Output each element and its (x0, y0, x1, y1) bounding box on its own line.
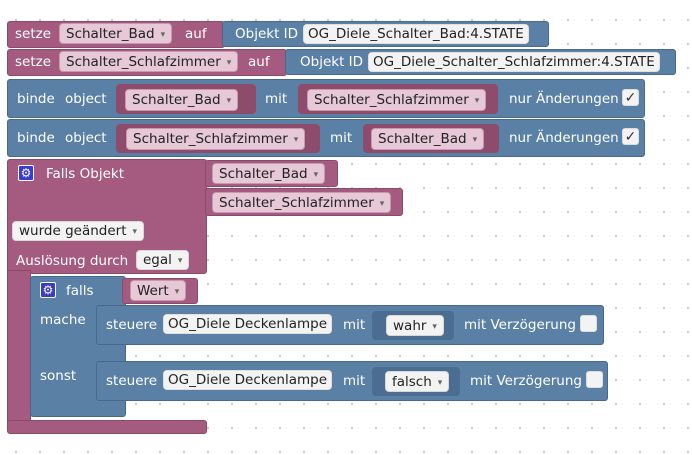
bind-var2-dropdown[interactable]: Schalter_Bad ▾ (371, 128, 485, 150)
sonst-label: sonst (40, 368, 77, 384)
variable-dropdown-schalter-bad[interactable]: Schalter_Bad ▾ (59, 23, 173, 44)
chevron-down-icon: ▾ (177, 256, 183, 266)
variable-dropdown-schalter-schlafzimmer[interactable]: Schalter_Schlafzimmer ▾ (59, 51, 239, 72)
nur-aenderungen-label: nur Änderungen (509, 130, 619, 146)
objekt-id-label: Objekt ID (235, 26, 299, 42)
chevron-down-icon: ▾ (472, 135, 478, 145)
steuere-label: steuere (106, 373, 158, 389)
object-label: object (65, 130, 107, 146)
dropdown-value: Schalter_Schlafzimmer (219, 195, 374, 211)
dropdown-value: Wert (137, 283, 169, 299)
control-value-dropdown[interactable]: falsch ▾ (385, 371, 450, 392)
chevron-down-icon: ▾ (313, 170, 319, 180)
binde-label: binde (17, 91, 55, 107)
dropdown-value: wurde geändert (19, 223, 127, 239)
setze-label: setze (15, 26, 52, 42)
control-block-else[interactable] (96, 361, 608, 401)
setze-label: setze (15, 54, 52, 70)
dropdown-value: falsch (392, 374, 432, 390)
bind-object-block-2[interactable] (7, 119, 645, 157)
mit-verzoegerung-label: mit Verzögerung (464, 317, 576, 333)
chevron-down-icon: ▾ (379, 199, 385, 209)
nur-aenderungen-checkbox[interactable]: ✓ (622, 89, 639, 106)
control-target-field[interactable]: OG_Diele Deckenlampe (163, 370, 333, 390)
bind-var1-dropdown[interactable]: Schalter_Schlafzimmer ▾ (126, 128, 306, 150)
control-value-dropdown[interactable]: wahr ▾ (386, 315, 444, 336)
nur-aenderungen-label: nur Änderungen (509, 91, 619, 107)
gear-icon[interactable]: ⚙ (18, 165, 34, 181)
dropdown-value: Schalter_Bad (219, 166, 308, 182)
auf-label: auf (248, 54, 270, 70)
condition-value-dropdown[interactable]: Wert ▾ (130, 280, 187, 301)
mit-label: mit (265, 91, 288, 107)
object-id-field[interactable]: OG_Diele_Schalter_Schlafzimmer:4.STATE (368, 52, 660, 72)
objekt-id-label: Objekt ID (300, 54, 364, 70)
steuere-label: steuere (106, 317, 158, 333)
chevron-down-icon: ▾ (226, 58, 232, 68)
chevron-down-icon: ▾ (174, 287, 180, 297)
bind-var2-dropdown[interactable]: Schalter_Schlafzimmer ▾ (307, 89, 487, 111)
verzoegerung-checkbox[interactable] (586, 371, 603, 388)
chevron-down-icon: ▾ (474, 96, 480, 106)
falls-objekt-label: Falls Objekt (46, 166, 124, 182)
chevron-down-icon: ▾ (160, 30, 166, 40)
chevron-down-icon: ▾ (293, 135, 299, 145)
control-target-field[interactable]: OG_Diele Deckenlampe (163, 314, 333, 334)
ausloesung-label: Auslösung durch (16, 253, 129, 269)
chevron-down-icon: ▾ (132, 227, 138, 237)
dropdown-value: egal (143, 252, 172, 268)
dropdown-value: Schalter_Schlafzimmer (66, 54, 221, 70)
dropdown-value: Schalter_Bad (132, 92, 221, 108)
mit-label: mit (343, 373, 366, 389)
object-label: object (65, 91, 107, 107)
mit-label: mit (330, 130, 353, 146)
object-id-field[interactable]: OG_Diele_Schalter_Bad:4.STATE (303, 24, 529, 44)
trigger-left-arm (7, 270, 31, 432)
chevron-down-icon: ▾ (226, 96, 232, 106)
dropdown-value: Schalter_Bad (66, 26, 155, 42)
falls-label: falls (66, 283, 94, 299)
dropdown-value: Schalter_Schlafzimmer (133, 131, 288, 147)
dropdown-value: wahr (393, 318, 427, 334)
bind-var1-dropdown[interactable]: Schalter_Bad ▾ (125, 89, 239, 111)
chevron-down-icon: ▾ (437, 378, 443, 388)
change-type-dropdown[interactable]: wurde geändert ▾ (12, 221, 145, 241)
mit-label: mit (343, 317, 366, 333)
gear-icon[interactable]: ⚙ (40, 282, 56, 298)
dropdown-value: Schalter_Schlafzimmer (314, 92, 469, 108)
chevron-down-icon: ▾ (432, 322, 437, 332)
dropdown-value: Schalter_Bad (378, 131, 467, 147)
mache-label: mache (40, 312, 86, 328)
auf-label: auf (185, 26, 207, 42)
trigger-bottom-bar (7, 420, 207, 434)
mit-verzoegerung-label: mit Verzögerung (470, 373, 582, 389)
verzoegerung-checkbox[interactable] (580, 315, 597, 332)
nur-aenderungen-checkbox[interactable]: ✓ (622, 128, 639, 145)
trigger-object-dropdown-2[interactable]: Schalter_Schlafzimmer ▾ (212, 192, 392, 213)
ausloesung-dropdown[interactable]: egal ▾ (136, 250, 190, 270)
trigger-object-dropdown-1[interactable]: Schalter_Bad ▾ (212, 163, 326, 184)
binde-label: binde (17, 130, 55, 146)
